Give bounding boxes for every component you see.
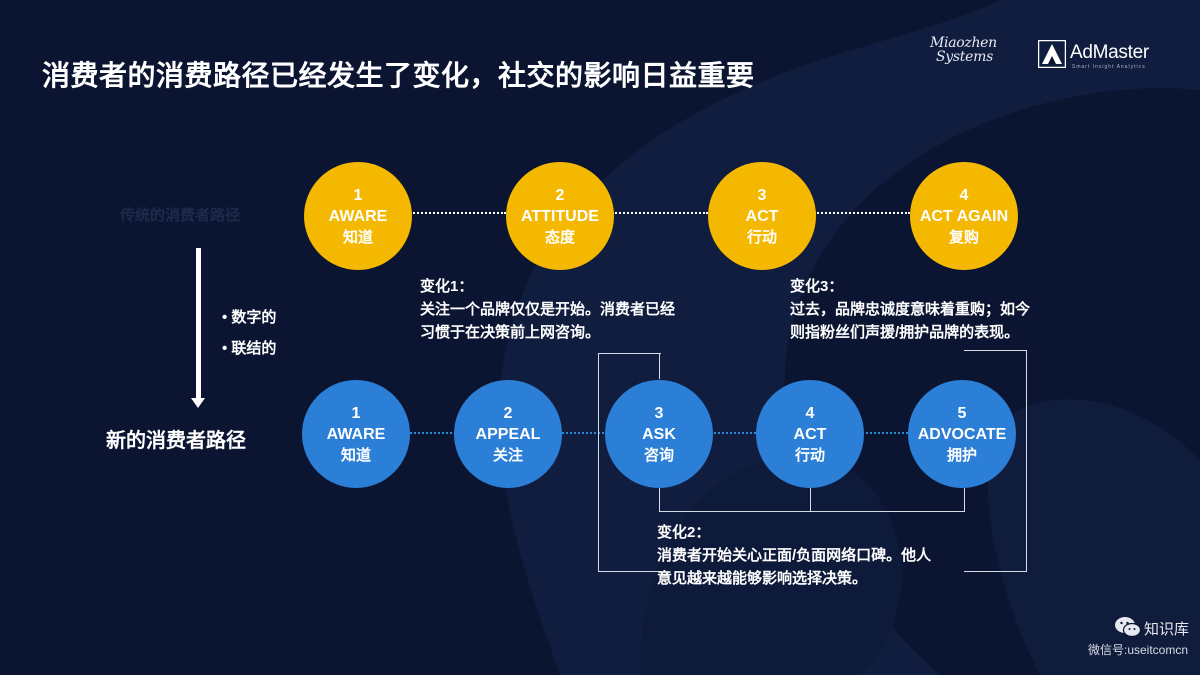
change3-line: 则指粉丝们声援/拥护品牌的表现。 [790, 324, 1020, 341]
traditional-connector [814, 212, 910, 214]
traditional-connector [612, 212, 708, 214]
change3-bracket-line [964, 350, 1027, 572]
bullet-text: 联结的 [231, 340, 277, 357]
step-number: 1 [351, 404, 361, 422]
step-number: 4 [959, 186, 969, 204]
step-number: 2 [555, 186, 565, 204]
step-number: 5 [957, 404, 967, 422]
new-path-connector [562, 432, 608, 434]
bullet-text: 数字的 [231, 309, 277, 326]
new-step-advocate: 5 ADVOCATE 拥护 [908, 380, 1016, 488]
change2-line: 消费者开始关心正面/负面网络口碑。他人 [657, 547, 932, 564]
admaster-mark-icon [1038, 40, 1066, 68]
step-chinese-label: 咨询 [643, 446, 674, 464]
step-number: 3 [654, 404, 664, 422]
step-english-label: ADVOCATE [917, 425, 1007, 443]
new-step-appeal: 2 APPEAL 关注 [454, 380, 562, 488]
change1-line: 习惯于在决策前上网咨询。 [420, 324, 601, 341]
change1-line: 关注一个品牌仅仅是开始。消费者已经 [420, 301, 676, 318]
transition-bullet-connected: • 联结的 [222, 340, 277, 357]
step-chinese-label: 行动 [794, 446, 825, 464]
change3-title: 变化3： [790, 278, 844, 295]
step-chinese-label: 知道 [342, 228, 373, 246]
admaster-logo-tagline: Smart Insight Analytics [1072, 64, 1146, 70]
step-chinese-label: 拥护 [946, 446, 977, 464]
step-chinese-label: 行动 [746, 228, 777, 246]
step-number: 1 [353, 186, 363, 204]
new-step-act: 4 ACT 行动 [756, 380, 864, 488]
new-path-connector [866, 432, 912, 434]
wechat-icon [1115, 617, 1142, 638]
step-english-label: ACT [745, 207, 779, 225]
transition-bullet-digital: • 数字的 [222, 309, 277, 326]
page-title: 消费者的消费路径已经发生了变化，社交的影响日益重要 [42, 60, 755, 91]
change1-title: 变化1： [420, 278, 474, 295]
change1-bracket-line [598, 353, 661, 572]
change3-note: 变化3： 过去，品牌忠诚度意味着重购；如今 则指粉丝们声援/拥护品牌的表现。 [790, 275, 1030, 344]
miaozhen-logo: Miaozhen Systems [930, 35, 997, 65]
traditional-step-aware: 1 AWARE 知道 [304, 162, 412, 270]
step-number: 4 [805, 404, 815, 422]
watermark-id: 微信号:useitcomcn [1088, 643, 1189, 657]
step-english-label: ATTITUDE [521, 207, 599, 225]
step-english-label: ACT AGAIN [919, 207, 1009, 225]
new-path-connector [410, 432, 456, 434]
traditional-connector [410, 212, 506, 214]
step-english-label: AWARE [326, 425, 386, 443]
change1-note: 变化1： 关注一个品牌仅仅是开始。消费者已经 习惯于在决策前上网咨询。 [420, 275, 675, 344]
step-chinese-label: 态度 [544, 228, 575, 246]
step-chinese-label: 知道 [340, 446, 371, 464]
traditional-path-label: 传统的消费者路径 [120, 207, 241, 224]
change2-bracket-mid [810, 488, 811, 511]
step-number: 2 [503, 404, 513, 422]
miaozhen-logo-line2: Systems [936, 49, 993, 65]
traditional-step-act: 3 ACT 行动 [708, 162, 816, 270]
transition-arrow [196, 248, 201, 400]
step-number: 3 [757, 186, 767, 204]
change1-bracket-tick [659, 353, 660, 379]
traditional-step-act-again: 4 ACT AGAIN 复购 [910, 162, 1018, 270]
change3-line: 过去，品牌忠诚度意味着重购；如今 [790, 301, 1031, 318]
new-path-connector [714, 432, 760, 434]
new-step-aware: 1 AWARE 知道 [302, 380, 410, 488]
step-english-label: APPEAL [475, 425, 541, 443]
change2-note: 变化2： 消费者开始关心正面/负面网络口碑。他人 意见越来越能够影响选择决策。 [657, 521, 931, 590]
step-english-label: ASK [642, 425, 676, 443]
step-english-label: AWARE [328, 207, 388, 225]
miaozhen-logo-line1: Miaozhen [930, 35, 997, 51]
step-chinese-label: 复购 [948, 228, 979, 246]
watermark-name: 知识库 [1144, 621, 1190, 638]
admaster-logo-name: AdMaster [1070, 42, 1149, 63]
change2-line: 意见越来越能够影响选择决策。 [657, 570, 868, 587]
traditional-step-attitude: 2 ATTITUDE 态度 [506, 162, 614, 270]
new-path-label: 新的消费者路径 [106, 430, 246, 452]
change2-title: 变化2： [657, 524, 711, 541]
new-step-ask: 3 ASK 咨询 [605, 380, 713, 488]
change2-bracket-line [659, 488, 965, 512]
step-english-label: ACT [793, 425, 827, 443]
step-chinese-label: 关注 [492, 446, 523, 464]
transition-arrow-head [191, 398, 205, 408]
admaster-logo: AdMaster Smart Insight Analytics [1038, 40, 1160, 70]
